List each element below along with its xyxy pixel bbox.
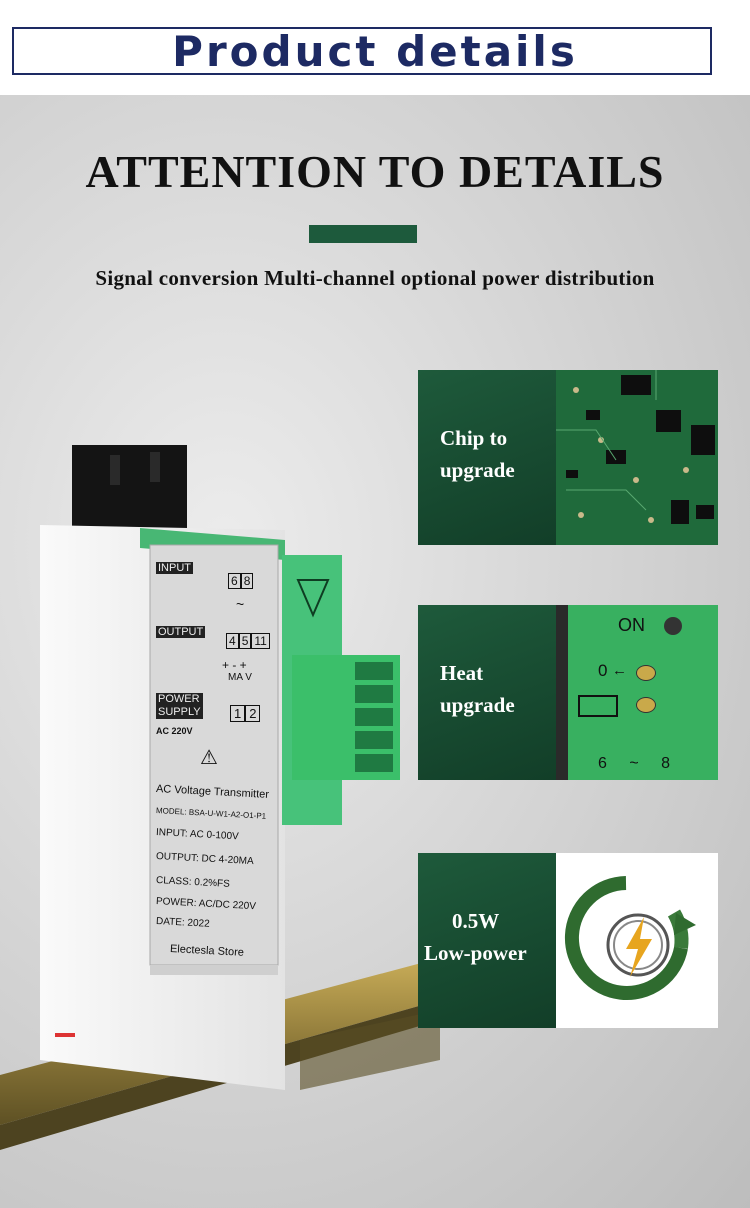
span-icon [578, 695, 618, 717]
section-headline: ATTENTION TO DETAILS [85, 146, 665, 197]
feature-label-panel: Heat upgrade [418, 605, 556, 780]
feature-label-panel: Chip to upgrade [418, 370, 556, 545]
feature-title-line1: Chip to [440, 426, 508, 450]
header-frame [12, 27, 712, 75]
spec-model: MODEL: BSA-U-W1-A2-O1-P1 [155, 806, 267, 821]
output-units: MA V [228, 672, 252, 683]
power-label: POWER SUPPLY [156, 693, 203, 719]
spec-class: CLASS: 0.2%FS [155, 875, 231, 890]
feature-title-line2: upgrade [440, 693, 515, 717]
power-saving-icon [556, 853, 718, 1028]
power-voltage: AC 220V [156, 726, 193, 736]
feature-card-power: 0.5W Low-power [418, 853, 718, 1028]
spec-input: INPUT: AC 0-100V [155, 827, 239, 843]
warning-icon: ⚠ [200, 747, 218, 769]
feature-title-line1: 0.5W [452, 909, 500, 933]
feature-title-line2: Low-power [424, 941, 527, 965]
heat-panel-image: ON 0 ← 6 ~ 8 [556, 605, 718, 780]
led-indicator [664, 617, 682, 635]
product-illustration [0, 445, 440, 1150]
feature-title-line2: upgrade [440, 458, 515, 482]
feature-title-line1: Heat [440, 661, 484, 685]
terminal-label: 6 ~ 8 [598, 755, 671, 772]
zero-label: 0 [598, 661, 608, 680]
transmitter-body [40, 445, 400, 1090]
store-name: Electesla Store [169, 943, 245, 959]
output-label: OUTPUT [156, 626, 206, 638]
section-subtitle: Signal conversion Multi-channel optional… [95, 266, 655, 290]
spec-output: OUTPUT: DC 4-20MA [155, 851, 254, 868]
span-screw [636, 697, 656, 713]
header-band [0, 0, 750, 95]
circuit-board-image [556, 370, 718, 545]
spec-title: AC Voltage Transmitter [155, 783, 270, 801]
headline-divider [309, 225, 417, 243]
zero-screw [636, 665, 656, 681]
feature-label-panel: 0.5W Low-power [418, 853, 556, 1028]
arrow-icon: ← [612, 663, 627, 679]
input-label: INPUT [156, 562, 193, 574]
feature-card-heat: Heat upgrade ON 0 ← 6 ~ 8 [418, 605, 718, 780]
on-label: ON [618, 615, 645, 635]
heat-panel-face: ON 0 ← 6 ~ 8 [568, 605, 718, 780]
spec-power: POWER: AC/DC 220V [155, 896, 257, 913]
feature-card-chip: Chip to upgrade [418, 370, 718, 545]
page-title: Product details [172, 27, 578, 76]
input-tilde: ~ [236, 596, 245, 612]
spec-date: DATE: 2022 [155, 916, 210, 930]
output-signs: + - + [222, 658, 247, 672]
